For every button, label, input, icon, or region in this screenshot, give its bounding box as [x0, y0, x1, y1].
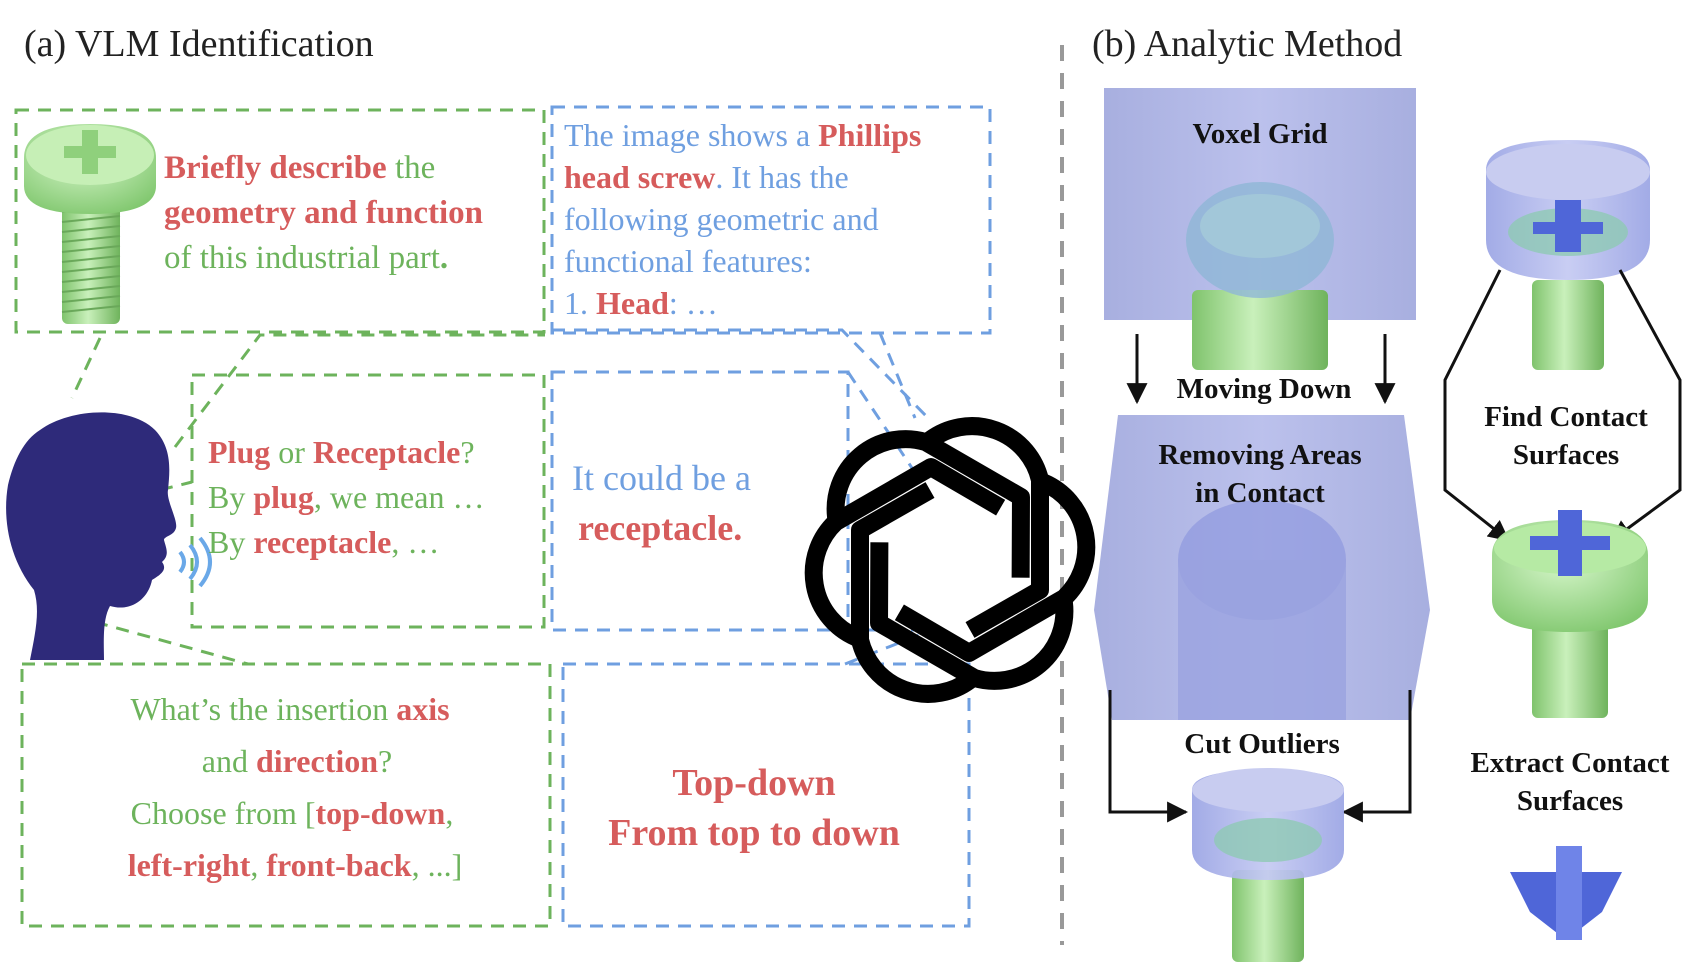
a1-line1: The image shows a Phillips — [564, 117, 921, 153]
voxel-grid-label: Voxel Grid — [1192, 118, 1327, 150]
q3-line4: left-right, front-back, ...] — [128, 847, 462, 883]
connector-a1-b — [552, 328, 932, 422]
a1-line2: head screw. It has the — [564, 159, 849, 195]
answer-3-box — [561, 662, 971, 928]
removing-areas-label-1: Removing Areas — [1158, 439, 1361, 471]
a1-line5: 1. Head: … — [564, 285, 718, 321]
question-1-box — [14, 108, 546, 334]
q3-line1: What’s the insertion axis — [130, 691, 449, 727]
extracted-surface — [1510, 846, 1622, 940]
a3-line2: From top to down — [608, 812, 900, 854]
a3-line1: Top-down — [672, 762, 835, 804]
connector-q3 — [94, 620, 249, 666]
question-2-box — [190, 373, 546, 629]
find-arrow-left — [1443, 269, 1510, 542]
answer-1-box — [550, 105, 992, 335]
cut-arrow-left — [1108, 690, 1189, 823]
q2-line1: Plug or Receptacle? — [208, 434, 475, 470]
q3-line2: and direction? — [202, 743, 392, 779]
contact-screw — [1492, 510, 1648, 718]
q2-line3: By receptacle, … — [208, 524, 439, 560]
panel-a-title: (a) VLM Identification — [24, 23, 374, 65]
panel-b-title: (b) Analytic Method — [1092, 23, 1402, 65]
q3-line3: Choose from [top-down, — [131, 795, 454, 831]
connector-q1 — [70, 337, 102, 399]
a1-line3: following geometric and — [564, 201, 879, 237]
q1-line3: of this industrial part. — [164, 240, 448, 276]
screw-image — [24, 124, 156, 324]
cut-arrow-right — [1341, 690, 1412, 823]
assistant-logo-icon — [804, 417, 1096, 703]
a2-line1: It could be a — [572, 458, 751, 498]
human-head-icon — [6, 412, 212, 660]
q1-line2: geometry and function — [164, 195, 483, 231]
a2-line2: receptacle. — [578, 508, 742, 548]
moving-down-label: Moving Down — [1177, 373, 1352, 405]
contact-cup-screw — [1486, 140, 1650, 370]
q2-line2: By plug, we mean … — [208, 479, 484, 515]
connector-a1 — [878, 332, 917, 419]
answer-2-box — [550, 370, 850, 632]
extract-contact-label-1: Extract Contact — [1471, 747, 1670, 779]
removing-areas-label-2: in Contact — [1195, 477, 1325, 509]
extract-contact-label-2: Surfaces — [1517, 785, 1623, 817]
cut-result-screw — [1192, 768, 1344, 962]
find-contact-label-2: Surfaces — [1513, 439, 1619, 471]
q1-line1: Briefly describe the — [164, 150, 435, 186]
question-3-box — [20, 662, 552, 928]
connector-q1-b — [173, 333, 545, 448]
find-arrow-right — [1610, 269, 1682, 542]
a1-line4: functional features: — [564, 243, 812, 279]
voxel-grid-block — [1104, 88, 1416, 370]
removing-areas-block — [1094, 415, 1430, 720]
cut-outliers-label: Cut Outliers — [1184, 728, 1339, 760]
find-contact-label-1: Find Contact — [1484, 401, 1648, 433]
